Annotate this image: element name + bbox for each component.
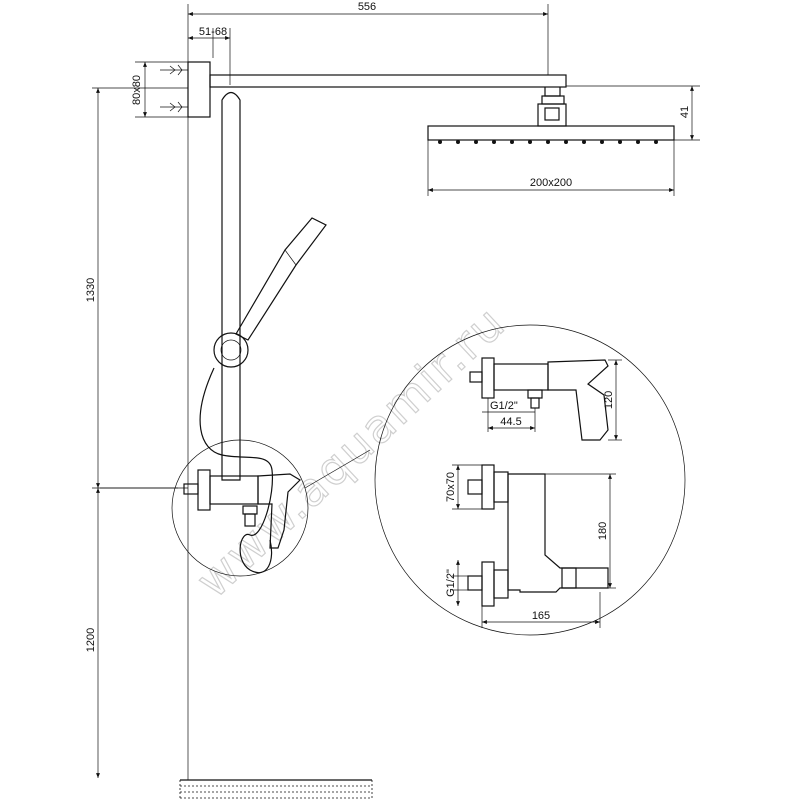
- detail-dimension-165: 165: [481, 592, 601, 628]
- dimension-arm-length: 556: [187, 1, 549, 100]
- mixer-height-label: 1200: [85, 628, 97, 652]
- dimension-head-height: 41: [566, 85, 700, 141]
- detail-dimension-70x70: 70x70: [445, 464, 482, 510]
- detail-thread-bottom: G1/2": [445, 560, 468, 606]
- wall-bracket: [160, 61, 211, 118]
- arm-length-label: 556: [358, 1, 376, 13]
- watermark: www.aquamir.ru: [186, 295, 516, 608]
- dimension-head-size: 200x200: [427, 140, 675, 196]
- detail-leader: [304, 449, 371, 489]
- head-height-label: 41: [679, 106, 691, 118]
- wall-plate-dimension: 80x80: [131, 61, 210, 118]
- detail-depth-label: 180: [597, 522, 609, 540]
- dimension-wall-offset: 51-68: [188, 26, 231, 85]
- slide-rail: [221, 91, 241, 481]
- detail-thread-top: G1/2": [482, 400, 535, 413]
- detail-spacing-label: 44.5: [500, 416, 521, 428]
- mixer-main: [183, 469, 301, 549]
- head-size-label: 200x200: [530, 177, 572, 189]
- dimension-rail-height: 1330: [85, 88, 100, 488]
- mixer-zoom-circle: [171, 439, 309, 577]
- hand-shower: [235, 217, 327, 341]
- detail-width-label: 165: [532, 610, 550, 622]
- shower-hose: [199, 367, 274, 574]
- detail-thread-bottom-label: G1/2": [445, 569, 457, 597]
- rain-shower-head: [427, 125, 675, 144]
- hand-shower-holder: [213, 332, 249, 368]
- detail-circle: [374, 324, 686, 636]
- detail-dimension-120: 120: [603, 359, 622, 441]
- head-nozzles: [438, 140, 658, 144]
- wall-offset-label: 51-68: [199, 26, 227, 38]
- dimension-mixer-height: 1200: [85, 488, 100, 778]
- floor: [179, 779, 373, 800]
- wall-plate-label: 80x80: [131, 75, 143, 105]
- detail-thread-top-label: G1/2": [490, 400, 518, 412]
- detail-dimension-44-5: 44.5: [487, 398, 536, 432]
- detail-mixer-top: [469, 357, 609, 441]
- shower-arm: [209, 74, 567, 127]
- detail-plate-label: 70x70: [445, 472, 457, 502]
- rail-height-label: 1330: [85, 278, 97, 302]
- detail-dimension-180: 180: [545, 473, 616, 589]
- detail-mixer-bottom: [467, 464, 609, 607]
- detail-mixer-height-label: 120: [603, 391, 615, 409]
